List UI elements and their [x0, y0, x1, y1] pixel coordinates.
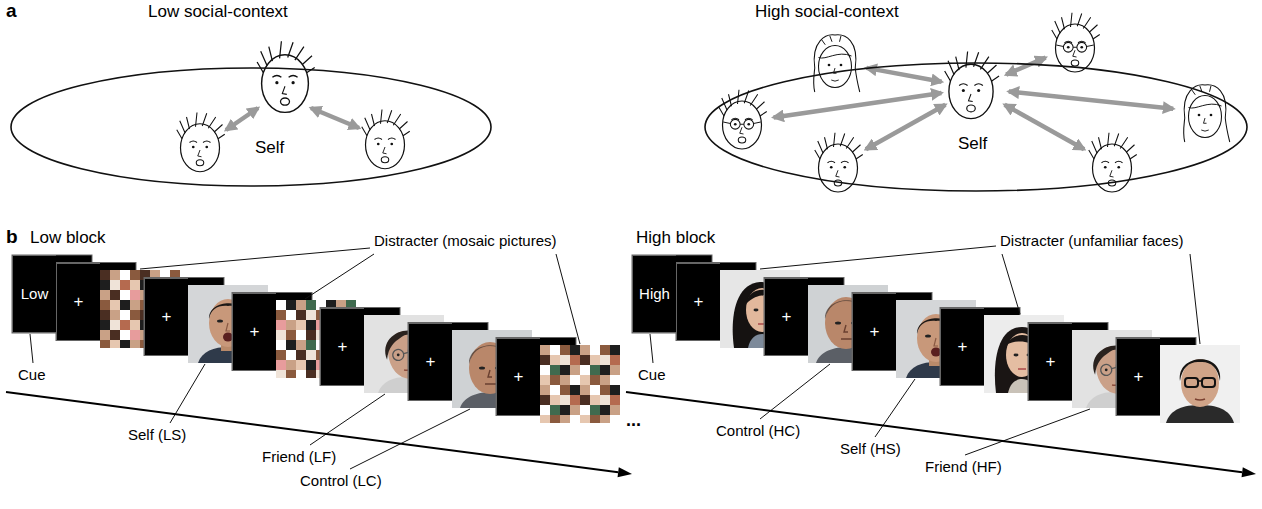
display-screen: + — [408, 323, 452, 401]
relation-arrow — [311, 108, 359, 128]
display-screen: + — [320, 308, 364, 386]
callout-label: Distracter (unfamiliar faces) — [1000, 232, 1183, 249]
ellipse-outline — [705, 63, 1247, 191]
screen-text: + — [782, 307, 792, 327]
screen-text: + — [74, 292, 84, 312]
self-face — [945, 51, 999, 118]
drawing-line — [650, 334, 653, 363]
display-screen: + — [144, 278, 188, 356]
drawing-line — [760, 246, 996, 269]
high-block-sequence — [632, 255, 1240, 423]
callout-label: Distracter (mosaic pictures) — [374, 232, 557, 249]
drawing-line — [140, 248, 370, 269]
callout-label: Self (HS) — [840, 440, 901, 457]
drawing-line — [305, 254, 374, 299]
drawing-line — [1006, 58, 1045, 75]
display-screen: + — [852, 293, 896, 371]
ellipse-outline — [11, 68, 491, 186]
drawing-line — [867, 68, 942, 82]
callout-label: High block — [636, 228, 715, 248]
callout-label: Self (LS) — [128, 426, 186, 443]
display-screen: + — [1116, 338, 1160, 416]
display-screen: + — [940, 308, 984, 386]
friend-face — [177, 113, 225, 172]
callout-label: Control (HC) — [716, 422, 800, 439]
screen-text: + — [694, 292, 704, 312]
panel-heading: High social-context — [755, 2, 899, 22]
display-screen: + — [676, 263, 720, 341]
time-axes — [6, 392, 1256, 477]
screen-text: + — [162, 307, 172, 327]
display-screen: Low — [12, 255, 56, 333]
friend-face — [362, 110, 410, 169]
self-face — [257, 41, 315, 112]
axis-arrowhead — [618, 467, 633, 477]
callout-label: Cue — [638, 366, 666, 383]
drawing-line — [866, 105, 946, 150]
screen-text: + — [250, 322, 260, 342]
axis-arrowhead — [1242, 467, 1257, 477]
panel-letter: a — [6, 0, 17, 22]
callout-label: Friend (LF) — [262, 448, 336, 465]
screen-text: + — [1046, 352, 1056, 372]
drawing-line — [965, 409, 1090, 455]
high-context-faces — [719, 13, 1230, 192]
other-face — [814, 35, 860, 92]
display-screen: High — [632, 255, 676, 333]
ellipse-outline — [704, 62, 1248, 192]
drawing-line — [1009, 92, 1173, 109]
other-face — [1052, 13, 1100, 72]
face-photo — [1160, 345, 1240, 423]
screen-text: + — [338, 337, 348, 357]
callout-label: Control (LC) — [300, 472, 382, 489]
callout-label: Friend (HF) — [925, 458, 1002, 475]
leader-lines — [30, 246, 1200, 469]
display-screen: + — [56, 263, 100, 341]
low-context-faces — [177, 41, 410, 171]
screen-text: + — [514, 367, 524, 387]
screen-text: + — [426, 352, 436, 372]
screen-text: High — [639, 285, 670, 302]
self-label: Self — [255, 138, 284, 158]
screen-text: + — [958, 337, 968, 357]
display-screen: + — [764, 278, 808, 356]
callout-label: Cue — [18, 366, 46, 383]
display-screen: + — [496, 338, 540, 416]
relation-arrow — [226, 108, 258, 130]
panel-letter: ... — [626, 410, 641, 431]
panel-heading: Low social-context — [148, 2, 288, 22]
context-ellipse: High social-contextSelf — [704, 62, 1248, 192]
drawing-line — [1190, 254, 1200, 344]
screen-text: + — [870, 322, 880, 342]
low-block-sequence — [12, 255, 620, 423]
panel-letter: b — [6, 226, 18, 248]
display-screen: + — [1028, 323, 1072, 401]
callout-label: Low block — [30, 228, 106, 248]
display-screen: + — [232, 293, 276, 371]
mosaic-picture — [540, 345, 620, 423]
other-face — [719, 90, 767, 149]
drawing-line — [30, 334, 33, 363]
ellipse-outline — [10, 67, 492, 187]
self-label: Self — [958, 134, 987, 154]
context-ellipse: Low social-contextSelf — [10, 67, 492, 187]
drawing-line — [774, 93, 942, 118]
drawing-line — [1002, 254, 1020, 314]
screen-text: + — [1134, 367, 1144, 387]
screen-text: Low — [21, 285, 49, 302]
drawing-line — [1005, 105, 1085, 150]
drawing-line — [556, 254, 580, 344]
